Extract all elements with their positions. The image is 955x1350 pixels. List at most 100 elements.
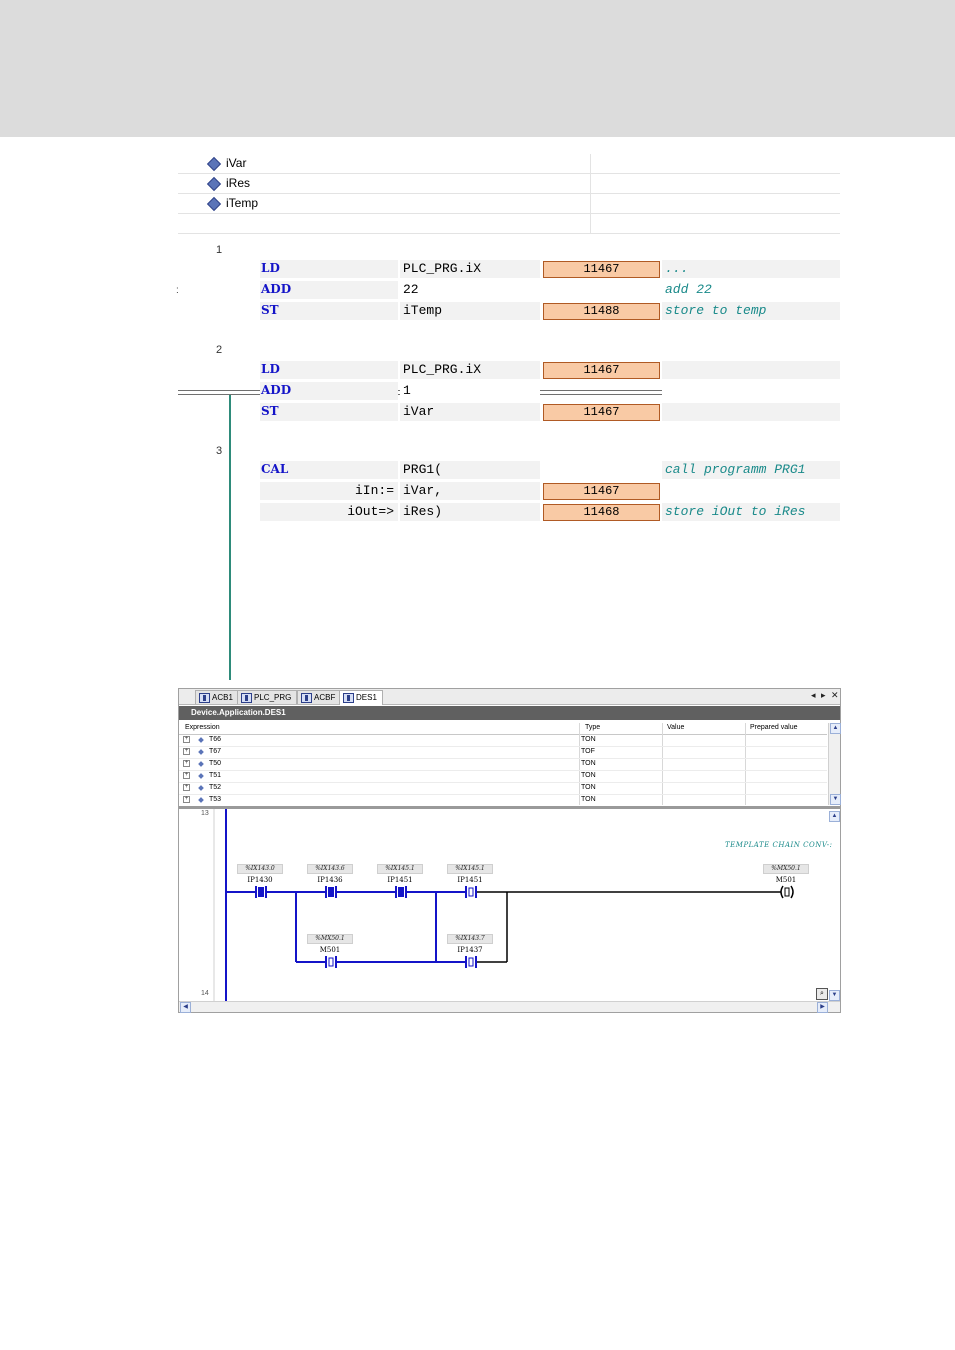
il-row[interactable]: iIn:= iVar, 11467	[260, 482, 840, 501]
expand-icon[interactable]: +	[183, 772, 190, 779]
watch-header: Expression Type Value Prepared value	[179, 723, 827, 735]
table-row[interactable]: + T66 TON	[179, 735, 827, 747]
scroll-up-icon[interactable]: ▲	[829, 811, 840, 822]
side-mark: :	[176, 285, 179, 296]
il-operand: iRes)	[403, 504, 443, 519]
il-row[interactable]: iOut=> iRes) 11468 store iOut to iRes	[260, 503, 840, 522]
pou-icon	[343, 693, 354, 703]
network-gutter	[229, 395, 231, 680]
il-row[interactable]: LD PLC_PRG.iX 11467 ...	[260, 260, 840, 279]
il-editor: iVar iRes iTemp : 1 LD PLC_PRG.iX 11467 …	[176, 154, 840, 680]
contact-address: IP1451	[457, 876, 483, 884]
ladder-editor-window: ACB1 PLC_PRG ACBF DES1 ◂ ▸ ✕ Device.Appl…	[178, 688, 841, 1013]
scroll-up-icon[interactable]: ▲	[830, 723, 841, 734]
expand-icon[interactable]: +	[183, 796, 190, 803]
expand-icon[interactable]: +	[183, 736, 190, 743]
il-parameter: iIn:=	[354, 483, 394, 498]
watch-scrollbar[interactable]: ▲ ▼	[828, 723, 841, 805]
tab-des1[interactable]: DES1	[339, 690, 383, 705]
tab-scroll-right-icon[interactable]: ▸	[821, 690, 826, 700]
coil-variable[interactable]: %MX50.1	[763, 864, 809, 874]
contact-variable[interactable]: %IX143.6	[307, 864, 353, 874]
monitor-value: 11467	[543, 483, 660, 500]
table-row[interactable]: + T51 TON	[179, 771, 827, 783]
il-row[interactable]: CAL PRG1( call programm PRG1	[260, 461, 840, 480]
il-comment: store iOut to iRes	[665, 504, 806, 519]
editor-title: Device.Application.DES1	[179, 706, 840, 720]
monitor-value: 11467	[543, 362, 660, 379]
contact-variable[interactable]: %IX143.7	[447, 934, 493, 944]
tab-bar: ACB1 PLC_PRG ACBF DES1 ◂ ▸ ✕	[179, 689, 840, 705]
il-operator: LD	[261, 261, 280, 275]
ladder-wiring	[213, 809, 794, 1001]
contact-address: M501	[319, 946, 341, 954]
declaration-name: iTemp	[226, 196, 259, 210]
contact-variable[interactable]: %MX50.1	[307, 934, 353, 944]
monitor-value: 11467	[543, 261, 660, 278]
tab-plc-prg[interactable]: PLC_PRG	[237, 690, 298, 704]
table-row[interactable]: + T50 TON	[179, 759, 827, 771]
il-parameter: iOut=>	[347, 504, 394, 519]
pane-splitter[interactable]	[179, 806, 840, 809]
expand-icon[interactable]: +	[183, 760, 190, 767]
contact-address: IP1430	[247, 876, 273, 884]
scroll-right-icon[interactable]: ▶	[817, 1002, 828, 1013]
contact-variable[interactable]: %IX145.1	[447, 864, 493, 874]
declaration-row[interactable]: iTemp	[178, 194, 840, 214]
scroll-left-icon[interactable]: ◀	[180, 1002, 191, 1013]
variable-icon	[198, 737, 204, 743]
il-operand: 1	[403, 383, 411, 398]
column-header[interactable]: Prepared value	[750, 724, 798, 731]
variable-icon	[206, 176, 222, 192]
contact-address: IP1436	[317, 876, 343, 884]
il-row[interactable]: ST iVar 11467	[260, 403, 840, 422]
declaration-row[interactable]: iVar	[178, 154, 840, 174]
declaration-row-empty[interactable]	[178, 214, 840, 234]
column-header[interactable]: Type	[585, 724, 601, 731]
column-header[interactable]: Expression	[185, 724, 220, 731]
column-header[interactable]: Value	[667, 724, 685, 731]
variable-icon	[198, 797, 204, 803]
horizontal-scrollbar[interactable]: ◀ ▶	[179, 1001, 840, 1013]
ladder-diagram: 13 14	[179, 809, 840, 1001]
il-comment: add 22	[665, 282, 712, 297]
il-operand: PLC_PRG.iX	[403, 261, 482, 276]
il-operand: iVar	[403, 404, 435, 419]
expand-icon[interactable]: +	[183, 784, 190, 791]
il-operator: CAL	[261, 462, 289, 476]
il-comment: store to temp	[665, 303, 767, 318]
table-row[interactable]: + T67 TOF	[179, 747, 827, 759]
expand-icon[interactable]: +	[183, 748, 190, 755]
il-operator: ADD	[261, 282, 292, 296]
tab-acbf[interactable]: ACBF	[297, 690, 342, 704]
il-operand: 22	[403, 282, 419, 297]
network-number: 1	[216, 244, 223, 256]
close-icon[interactable]: ✕	[831, 690, 839, 700]
watch-table: Expression Type Value Prepared value + T…	[179, 723, 840, 807]
monitor-value: 11488	[543, 303, 660, 320]
il-row[interactable]: ST iTemp 11488 store to temp	[260, 302, 840, 321]
tab-acb1[interactable]: ACB1	[195, 690, 239, 704]
declaration-row[interactable]: iRes	[178, 174, 840, 194]
il-operator: ST	[261, 303, 279, 317]
variable-icon	[198, 785, 204, 791]
il-row[interactable]: LD PLC_PRG.iX 11467	[260, 361, 840, 380]
contact-variable[interactable]: %IX143.0	[237, 864, 283, 874]
tab-scroll-left-icon[interactable]: ◂	[811, 690, 816, 700]
scroll-down-icon[interactable]: ▼	[829, 990, 840, 1001]
il-row[interactable]: ADD 22 add 22	[260, 281, 840, 300]
template-comment: TEMPLATE CHAIN CONV-:	[725, 841, 833, 849]
il-row[interactable]: ADD 1	[260, 382, 840, 401]
contact-variable[interactable]: %IX145.1	[377, 864, 423, 874]
scroll-down-icon[interactable]: ▼	[830, 794, 841, 805]
pou-icon	[301, 693, 312, 703]
network-number: 2	[216, 344, 223, 356]
page-header-band	[0, 0, 955, 137]
il-operand: PLC_PRG.iX	[403, 362, 482, 377]
il-operand: iTemp	[403, 303, 443, 318]
table-row[interactable]: + T52 TON	[179, 783, 827, 795]
network-number: 13	[201, 810, 209, 817]
coil-address: M501	[775, 876, 797, 884]
contact-address: IP1451	[387, 876, 413, 884]
zoom-icon[interactable]: ⌕	[816, 988, 828, 1000]
